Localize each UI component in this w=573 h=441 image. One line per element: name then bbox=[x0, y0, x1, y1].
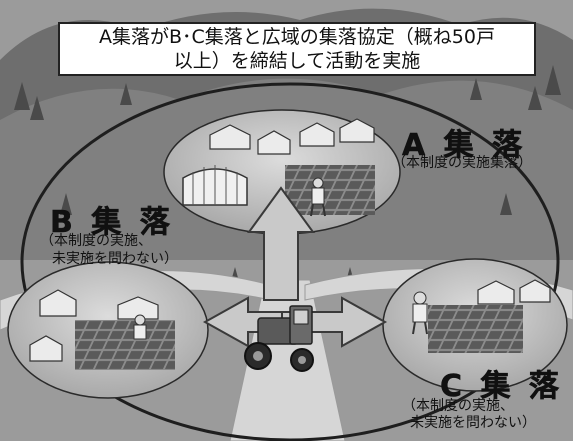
rice-field-icon bbox=[75, 320, 175, 370]
arrow-to-village-a bbox=[247, 186, 315, 301]
village-c-note-line-1: （本制度の実施、 bbox=[402, 398, 514, 414]
village-c-name: C 集 落 bbox=[440, 369, 563, 405]
rice-field-icon bbox=[285, 165, 375, 215]
greenhouse-icon bbox=[182, 165, 248, 206]
house-icon bbox=[477, 279, 551, 305]
village-c-area bbox=[382, 258, 568, 392]
village-b-note-line-2: 未実施を問わない） bbox=[52, 251, 178, 267]
rice-field-icon bbox=[428, 305, 523, 353]
village-b-name: B 集 落 bbox=[50, 205, 174, 241]
village-c-note-line-2: 未実施を問わない） bbox=[410, 415, 536, 431]
house-icon bbox=[29, 289, 159, 362]
title-box: A集落がB･C集落と広域の集落協定（概ね50戸 以上）を締結して活動を実施 bbox=[58, 22, 536, 76]
village-a-note: （本制度の実施集落） bbox=[392, 155, 532, 171]
village-a-area bbox=[163, 109, 401, 235]
title-line-2: 以上）を締結して活動を実施 bbox=[173, 50, 421, 72]
farmer-icon bbox=[310, 177, 326, 217]
farmer-icon bbox=[133, 314, 147, 340]
village-a-name: A 集 落 bbox=[402, 128, 527, 164]
title-line-1: A集落がB･C集落と広域の集落協定（概ね50戸 bbox=[99, 26, 495, 48]
farmer-icon bbox=[412, 291, 428, 335]
cooperation-arrows bbox=[202, 186, 388, 348]
village-b-area bbox=[7, 261, 209, 399]
wide-area-boundary bbox=[20, 82, 560, 441]
tractor-icon bbox=[244, 305, 314, 372]
house-icon bbox=[209, 118, 375, 155]
tree-icon bbox=[14, 65, 561, 285]
village-b-note-line-1: （本制度の実施、 bbox=[40, 233, 152, 249]
